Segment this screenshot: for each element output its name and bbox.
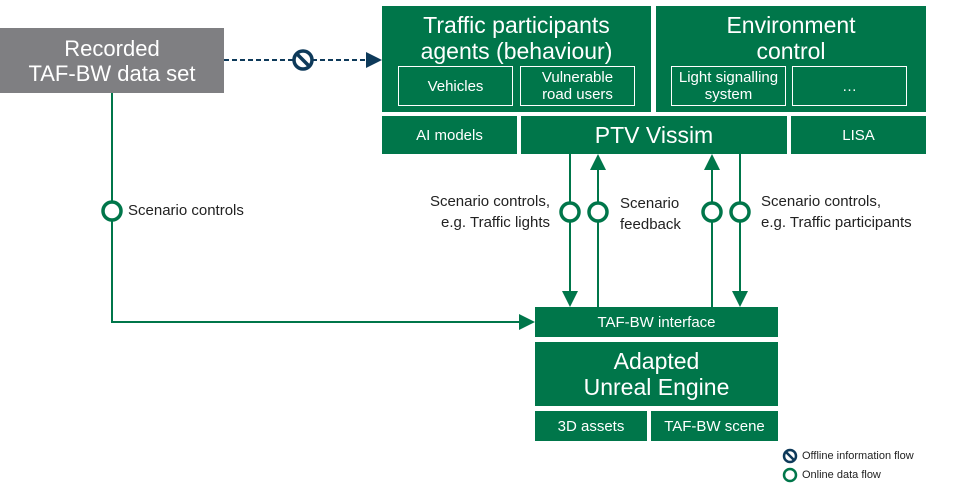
label-controls-lights: Scenario controls,e.g. Traffic lights xyxy=(429,193,550,231)
offline-icon xyxy=(292,49,314,71)
scenario-controls-line xyxy=(111,93,535,330)
recorded-dataset-box: Recorded TAF-BW data set xyxy=(0,28,224,93)
legend-offline-label: Offline information flow xyxy=(802,450,914,462)
vehicles-box: Vehicles xyxy=(398,66,513,106)
3d-assets-box: 3D assets xyxy=(535,411,647,441)
online-icon xyxy=(587,201,609,223)
lisa-box: LISA xyxy=(791,116,926,154)
online-icon xyxy=(701,201,723,223)
dataset-title-2: TAF-BW data set xyxy=(28,60,196,86)
ptv-vissim-box: PTV Vissim xyxy=(521,116,787,154)
online-icon xyxy=(559,201,581,223)
ellipsis-box: … xyxy=(792,66,907,106)
legend-online-label: Online data flow xyxy=(802,469,881,481)
online-icon xyxy=(101,200,123,222)
legend-online-icon xyxy=(782,467,798,483)
taf-bw-scene-box: TAF-BW scene xyxy=(651,411,778,441)
label-controls-participants: Scenario controls,e.g. Traffic participa… xyxy=(761,193,912,231)
ai-models-box: AI models xyxy=(382,116,517,154)
label-scenario-controls: Scenario controls xyxy=(128,202,244,219)
taf-bw-interface-box: TAF-BW interface xyxy=(535,307,778,337)
online-icon xyxy=(729,201,751,223)
dataset-title-1: Recorded xyxy=(64,35,160,61)
legend-offline-icon xyxy=(782,448,798,464)
